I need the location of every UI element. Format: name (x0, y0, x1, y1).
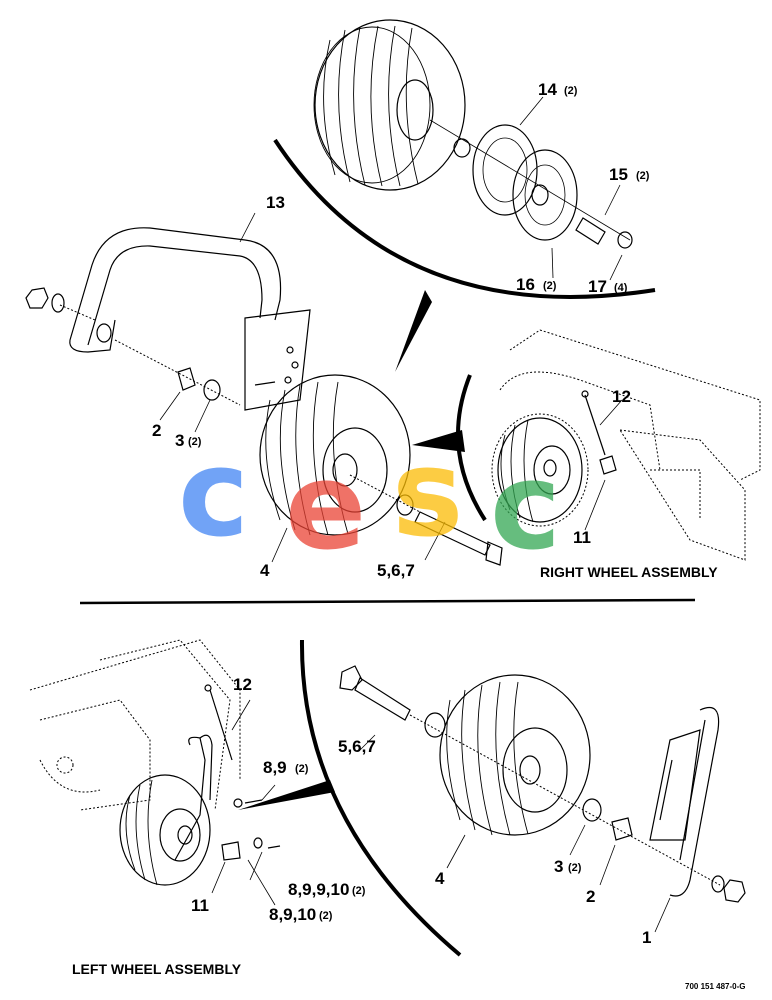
exploded-wheel-detail (273, 19, 656, 372)
left-wheel-assembly-caption: LEFT WHEEL ASSEMBLY (72, 961, 242, 977)
spring-12-upper (581, 390, 617, 475)
detail-pointer (395, 290, 432, 372)
callout-14: 14 (538, 80, 557, 99)
tire-top (313, 19, 466, 191)
watermark-letter-3: s (392, 425, 463, 564)
plate-11 (221, 841, 241, 861)
callout-4-upper: 4 (260, 561, 270, 580)
right-wheel-exploded (25, 212, 503, 566)
wheel-left-installed (119, 774, 211, 886)
callout-5-6-7-upper: 5,6,7 (377, 561, 415, 580)
callout-13: 13 (266, 193, 285, 212)
bearing-17 (617, 231, 633, 249)
callout-15: 15 (609, 165, 628, 184)
callout-2-upper: 2 (152, 421, 161, 440)
handle-13 (69, 227, 282, 353)
callout-labels: 13 14 (2) 15 (2) 16 (2) 17 (4) 2 3 (2) 4… (72, 80, 746, 991)
callout-16: 16 (516, 275, 535, 294)
callout-16-qty: (2) (543, 280, 557, 292)
callout-3-upper-qty: (2) (188, 436, 202, 448)
mounting-plate (244, 309, 311, 411)
left-wheel-installed (29, 639, 335, 906)
handle-1-lower (649, 706, 720, 897)
spring-12-lower (204, 684, 233, 761)
callout-2-lower: 2 (586, 887, 595, 906)
callout-15-qty: (2) (636, 170, 650, 182)
callout-5-6-7-lower: 5,6,7 (338, 737, 376, 756)
callout-17: 17 (588, 277, 607, 296)
callout-14-qty: (2) (564, 85, 578, 97)
callout-3-lower-qty: (2) (568, 862, 582, 874)
watermark: c e s c (178, 425, 561, 577)
callout-11-upper: 11 (573, 528, 591, 547)
wheel-4-upper (259, 374, 411, 536)
callout-11-lower: 11 (191, 896, 209, 915)
right-wheel-installed (412, 329, 761, 561)
washer-3 (203, 379, 221, 401)
callout-12-upper: 12 (612, 387, 631, 406)
callout-8-9-9-10-qty: (2) (352, 885, 366, 897)
callout-8-9-10: 8,9,10 (269, 905, 316, 924)
figure-number: 700 151 487-0-G (685, 982, 746, 991)
spacer-2-lower (611, 817, 633, 841)
callout-8-9-10-qty: (2) (319, 910, 333, 922)
callout-12-lower: 12 (233, 675, 252, 694)
bolt-5-6-7-upper (349, 474, 503, 566)
callout-3-lower: 3 (554, 857, 563, 876)
spacer-2 (177, 367, 196, 391)
spacer-15 (575, 217, 606, 245)
callout-17-qty: (4) (614, 282, 628, 294)
right-wheel-assembly-caption: RIGHT WHEEL ASSEMBLY (540, 564, 718, 580)
callout-8-9-9-10: 8,9,9,10 (288, 880, 349, 899)
callout-3-upper: 3 (175, 431, 184, 450)
handle-lower-left (174, 734, 213, 861)
rim-half-16 (512, 149, 578, 241)
callout-8-9-qty: (2) (295, 763, 309, 775)
divider (79, 598, 696, 605)
watermark-letter-4: c (490, 438, 561, 577)
callout-1: 1 (642, 928, 651, 947)
left-wheel-exploded (299, 639, 746, 957)
watermark-letter-1: c (178, 425, 249, 564)
detail-bracket (273, 138, 656, 299)
wheel-right-installed (497, 417, 583, 523)
wheel-4-lower (439, 674, 591, 836)
callout-4-lower: 4 (435, 869, 445, 888)
rim-half-14 (472, 124, 538, 216)
washer-3-lower (582, 798, 602, 822)
callout-8-9: 8,9 (263, 758, 287, 777)
watermark-letter-2: e (285, 438, 366, 577)
bearing-left (453, 138, 471, 158)
